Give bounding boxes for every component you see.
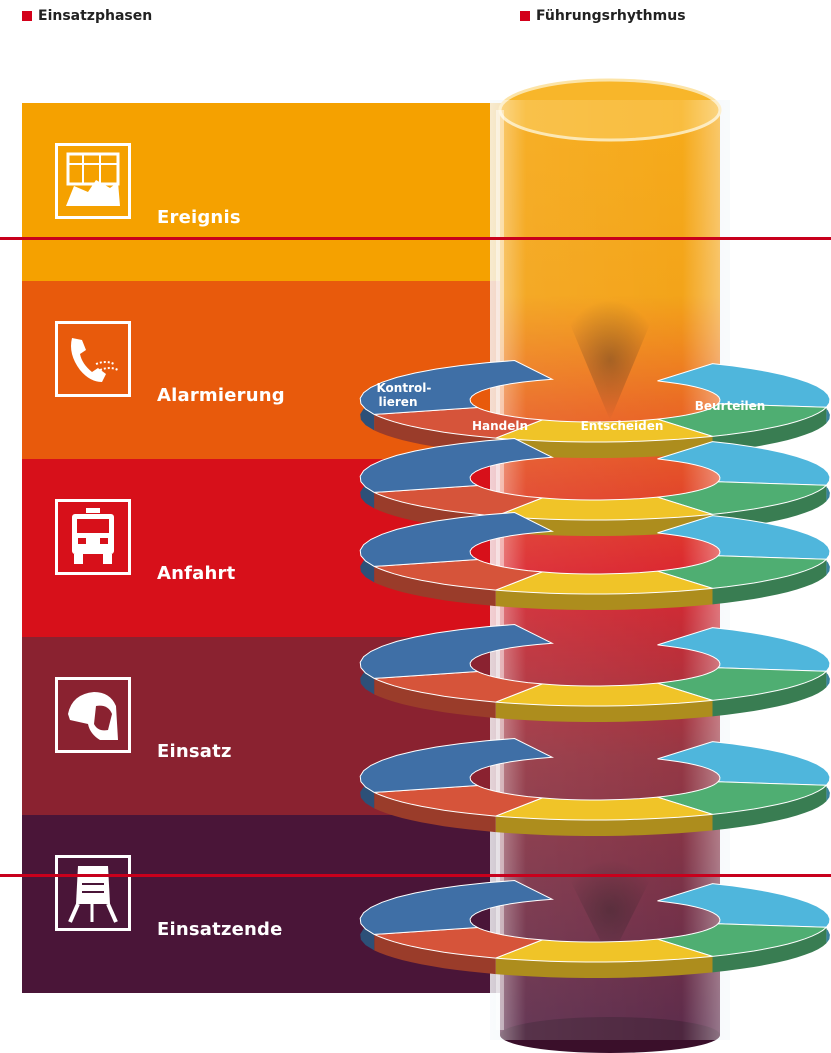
ring-segment-side	[374, 566, 496, 607]
step-label-kontrollieren: Kontrol- lieren	[376, 381, 435, 409]
ring-segment-top	[359, 511, 555, 567]
ring-segment-side	[495, 814, 713, 836]
ring-segment-side	[495, 956, 713, 978]
ring-segment-top	[359, 623, 555, 679]
ring-segment-side	[495, 588, 713, 610]
phone-icon	[55, 321, 131, 397]
cycle-step-labels: Fest- stellen Beurteilen Entscheiden Han…	[376, 335, 826, 433]
phase-label-einsatzende: Einsatzende	[157, 919, 283, 940]
ring-segment-top	[359, 359, 555, 415]
step-label-handeln: Handeln	[472, 419, 528, 433]
phase-label-ereignis: Ereignis	[157, 207, 241, 228]
ring-segment-top	[359, 879, 555, 935]
fire-truck-icon	[55, 499, 131, 575]
phase-label-anfahrt: Anfahrt	[157, 563, 236, 584]
ring-segment-side	[712, 407, 827, 453]
header-left-label: Einsatzphasen	[38, 8, 153, 24]
cycle-ring	[359, 623, 831, 722]
cycle-ring	[359, 879, 831, 978]
ring-segment-top	[359, 437, 555, 493]
header-right-label: Führungsrhythmus	[536, 8, 686, 24]
ring-segment-side	[374, 678, 496, 719]
firefighter-helmet-icon	[55, 677, 131, 753]
header-marker	[22, 11, 32, 21]
phase-label-alarmierung: Alarmierung	[157, 385, 285, 406]
ring-segment-side	[374, 792, 496, 833]
overlay-red-line	[0, 237, 831, 240]
ring-segment-side	[712, 927, 827, 973]
overlay-red-line	[0, 874, 831, 877]
header-einsatzphasen: Einsatzphasen	[22, 8, 152, 24]
header-fuehrungsrhythmus: Führungsrhythmus	[520, 8, 686, 24]
scene-icon	[55, 143, 131, 219]
step-label-beurteilen: Beurteilen	[695, 399, 766, 413]
cycle-ring	[359, 511, 831, 610]
ring-segment-side	[712, 559, 827, 605]
cycle-ring	[359, 737, 831, 836]
ring-segment-side	[374, 934, 496, 975]
ring-segment-side	[495, 436, 713, 458]
ring-segment-side	[712, 785, 827, 831]
ring-segment-side	[495, 700, 713, 722]
ring-segment-side	[712, 671, 827, 717]
header-marker	[520, 11, 530, 21]
ring-segment-top	[359, 737, 555, 793]
step-label-entscheiden: Entscheiden	[581, 419, 664, 433]
phase-label-einsatz: Einsatz	[157, 741, 232, 762]
step-label-feststellen: Fest- stellen	[771, 335, 826, 363]
